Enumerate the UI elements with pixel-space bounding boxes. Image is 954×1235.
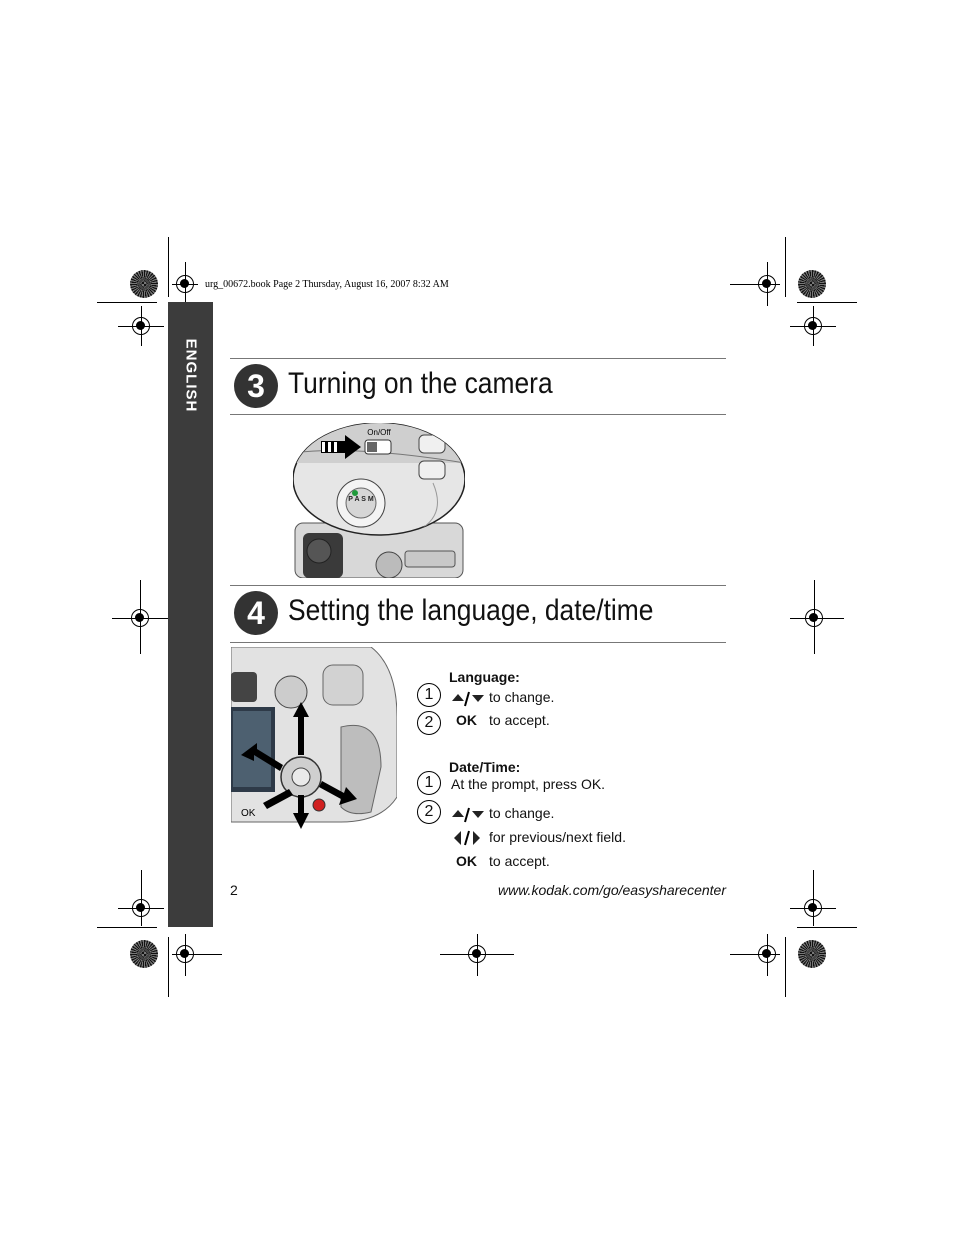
instruction-text: to accept. — [489, 853, 550, 869]
instruction-text: to change. — [489, 805, 555, 821]
ok-callout-label: OK — [241, 808, 256, 819]
section-divider — [230, 585, 726, 586]
mode-dial-letters: P A S M — [348, 496, 374, 503]
language-side-tab: ENGLISH — [168, 302, 213, 927]
print-header: urg_00672.book Page 2 Thursday, August 1… — [205, 279, 449, 290]
step-2-badge: 2 — [417, 711, 441, 735]
registration-mark-icon — [804, 317, 822, 335]
step-2-badge: 2 — [417, 800, 441, 824]
instruction-text: to accept. — [489, 712, 550, 728]
registration-mark-icon — [131, 609, 149, 627]
step-number-badge: 4 — [234, 591, 278, 635]
datetime-heading: Date/Time: — [449, 759, 521, 775]
ok-button-key: OK — [456, 712, 477, 728]
instruction-text: At the prompt, press OK. — [451, 776, 606, 792]
instruction-text: to change. — [489, 689, 555, 705]
left-right-arrows-icon — [454, 830, 480, 846]
registration-mark-icon — [758, 275, 776, 293]
camera-controls-figure: OK — [231, 647, 397, 829]
step-number-badge: 3 — [234, 364, 278, 408]
section-title: Turning on the camera — [288, 367, 553, 400]
section-divider — [230, 414, 726, 415]
registration-mark-icon — [176, 945, 194, 963]
starburst-mark-icon — [130, 270, 158, 298]
registration-mark-icon — [468, 945, 486, 963]
section-divider — [230, 358, 726, 359]
registration-mark-icon — [804, 899, 822, 917]
registration-mark-icon — [176, 275, 194, 293]
starburst-mark-icon — [798, 940, 826, 968]
up-down-arrows-icon — [452, 691, 484, 707]
language-heading: Language: — [449, 669, 520, 685]
up-down-arrows-icon — [452, 807, 484, 823]
support-url-link[interactable]: www.kodak.com/go/easysharecenter — [498, 882, 726, 898]
starburst-mark-icon — [130, 940, 158, 968]
instruction-text: for previous/next field. — [489, 829, 626, 845]
on-off-label: On/Off — [367, 428, 391, 437]
camera-power-switch-figure: On/Off P A S M — [293, 423, 465, 578]
side-tab-label: ENGLISH — [182, 338, 199, 412]
section-title: Setting the language, date/time — [288, 594, 654, 627]
registration-mark-icon — [132, 899, 150, 917]
section-divider — [230, 642, 726, 643]
registration-mark-icon — [132, 317, 150, 335]
starburst-mark-icon — [798, 270, 826, 298]
step-1-badge: 1 — [417, 771, 441, 795]
registration-mark-icon — [805, 609, 823, 627]
step-1-badge: 1 — [417, 683, 441, 707]
ok-button-key: OK — [456, 853, 477, 869]
registration-mark-icon — [758, 945, 776, 963]
page-number: 2 — [230, 882, 238, 898]
